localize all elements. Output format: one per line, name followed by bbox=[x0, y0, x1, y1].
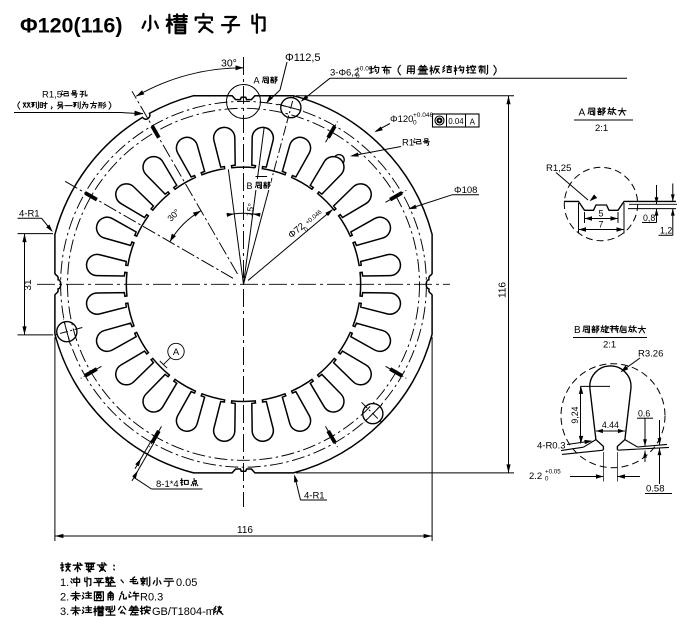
svg-text:B: B bbox=[247, 181, 253, 191]
svg-text:Φ120: Φ120 bbox=[390, 114, 413, 125]
svg-text:8-1*4: 8-1*4 bbox=[156, 479, 179, 490]
svg-text:30°: 30° bbox=[221, 58, 237, 70]
svg-text:4-R0.3: 4-R0.3 bbox=[537, 441, 566, 452]
svg-text:GB/T1804-m: GB/T1804-m bbox=[152, 606, 215, 618]
svg-text:2.2: 2.2 bbox=[529, 471, 542, 482]
svg-text:1.: 1. bbox=[60, 577, 69, 589]
svg-text:0.04: 0.04 bbox=[448, 117, 464, 126]
svg-text:1,2: 1,2 bbox=[660, 226, 672, 236]
svg-text:+0.05: +0.05 bbox=[545, 469, 561, 476]
svg-text:0: 0 bbox=[545, 476, 549, 483]
svg-text:116: 116 bbox=[237, 525, 253, 536]
svg-text:7: 7 bbox=[598, 220, 603, 230]
svg-text:2:1: 2:1 bbox=[603, 340, 616, 351]
svg-text:R1,5: R1,5 bbox=[42, 89, 62, 100]
svg-text:0.05: 0.05 bbox=[176, 577, 197, 589]
svg-text:A: A bbox=[579, 108, 586, 119]
svg-text:+0.046: +0.046 bbox=[413, 112, 433, 119]
svg-text:5: 5 bbox=[598, 209, 603, 219]
svg-text:3.: 3. bbox=[60, 606, 69, 618]
svg-text:0.58: 0.58 bbox=[646, 484, 665, 495]
svg-text:0.6: 0.6 bbox=[638, 409, 650, 419]
svg-text:R1: R1 bbox=[402, 138, 414, 149]
svg-text:9,24: 9,24 bbox=[570, 406, 580, 423]
svg-text:116: 116 bbox=[498, 282, 509, 298]
svg-text:R3.26: R3.26 bbox=[638, 349, 663, 360]
svg-text:R1,25: R1,25 bbox=[546, 163, 571, 174]
svg-text:R0.3: R0.3 bbox=[140, 592, 163, 604]
svg-text:31: 31 bbox=[23, 279, 34, 291]
svg-text:3-Φ6,2: 3-Φ6,2 bbox=[330, 68, 359, 79]
svg-text:0: 0 bbox=[356, 73, 360, 80]
svg-text:2:1: 2:1 bbox=[595, 123, 608, 134]
svg-text:A: A bbox=[254, 76, 260, 86]
svg-text:4.44: 4.44 bbox=[602, 420, 619, 430]
svg-text:Φ112,5: Φ112,5 bbox=[285, 52, 321, 64]
svg-text:A: A bbox=[470, 117, 476, 126]
svg-text:B: B bbox=[574, 325, 581, 336]
svg-text:2.: 2. bbox=[60, 592, 69, 604]
svg-text:Φ120(116): Φ120(116) bbox=[20, 14, 123, 38]
svg-text:0: 0 bbox=[413, 120, 417, 127]
svg-text:A: A bbox=[173, 347, 180, 358]
svg-text:0,8: 0,8 bbox=[643, 213, 655, 223]
